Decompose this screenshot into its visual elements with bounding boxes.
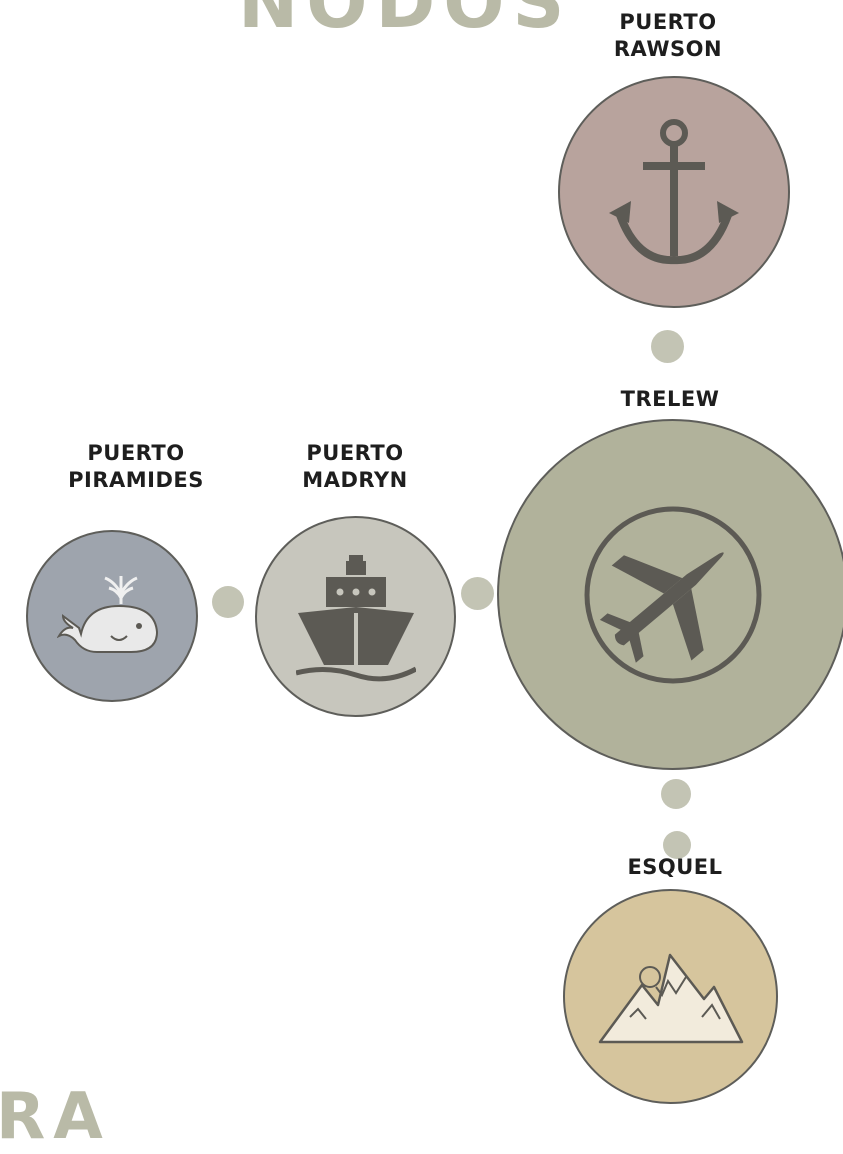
airplane-icon — [584, 506, 761, 683]
node-label-piramides: PUERTO PIRAMIDES — [68, 441, 204, 492]
connector-dot — [651, 330, 684, 363]
node-label-esquel: ESQUEL — [627, 855, 723, 879]
page-title: NODOS — [238, 0, 573, 44]
connector-dot — [461, 577, 494, 610]
anchor-icon — [609, 119, 739, 265]
node-label-madryn: PUERTO MADRYN — [302, 441, 408, 492]
connector-dot — [212, 586, 244, 618]
node-piramides[interactable] — [26, 530, 198, 702]
node-madryn[interactable] — [255, 516, 456, 717]
node-label-trelew: TRELEW — [620, 387, 720, 411]
ship-icon — [295, 554, 416, 681]
node-rawson[interactable] — [558, 76, 790, 308]
mountain-icon — [598, 953, 743, 1043]
connector-dot — [661, 779, 691, 809]
node-trelew[interactable] — [497, 419, 843, 770]
node-label-rawson: PUERTO RAWSON — [613, 10, 723, 61]
footer-title: RA — [0, 1080, 111, 1154]
whale-icon — [57, 575, 159, 653]
node-esquel[interactable] — [563, 889, 778, 1104]
connector-dot — [663, 831, 691, 859]
